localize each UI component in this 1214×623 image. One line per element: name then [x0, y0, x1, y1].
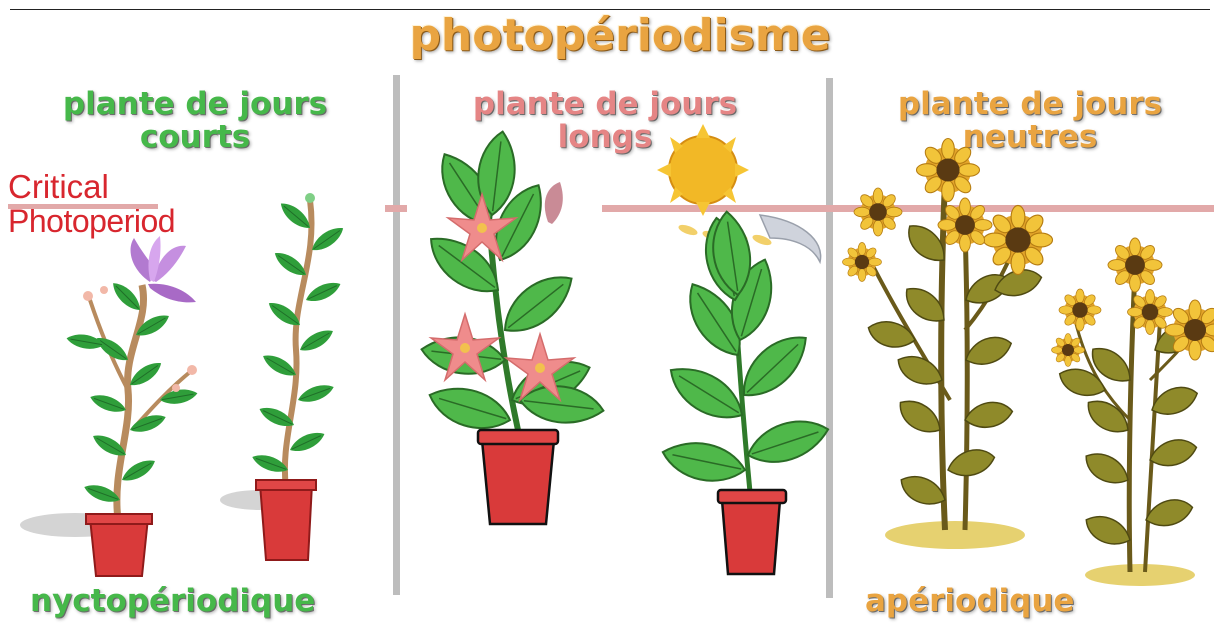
footer-nyctoperiodic: nyctopériodique [30, 586, 315, 617]
short-day-plant-flowering [20, 236, 199, 576]
moon-icon [760, 215, 821, 262]
long-day-plant-vegetative [658, 210, 833, 574]
short-day-plant-vegetative [220, 193, 347, 560]
long-day-plant-flowering [419, 129, 607, 524]
sunflower-group-small [1052, 238, 1214, 586]
sunflower-group-large [843, 139, 1053, 550]
sun-icon [657, 124, 749, 216]
footer-aperiodic: apériodique [865, 586, 1074, 617]
